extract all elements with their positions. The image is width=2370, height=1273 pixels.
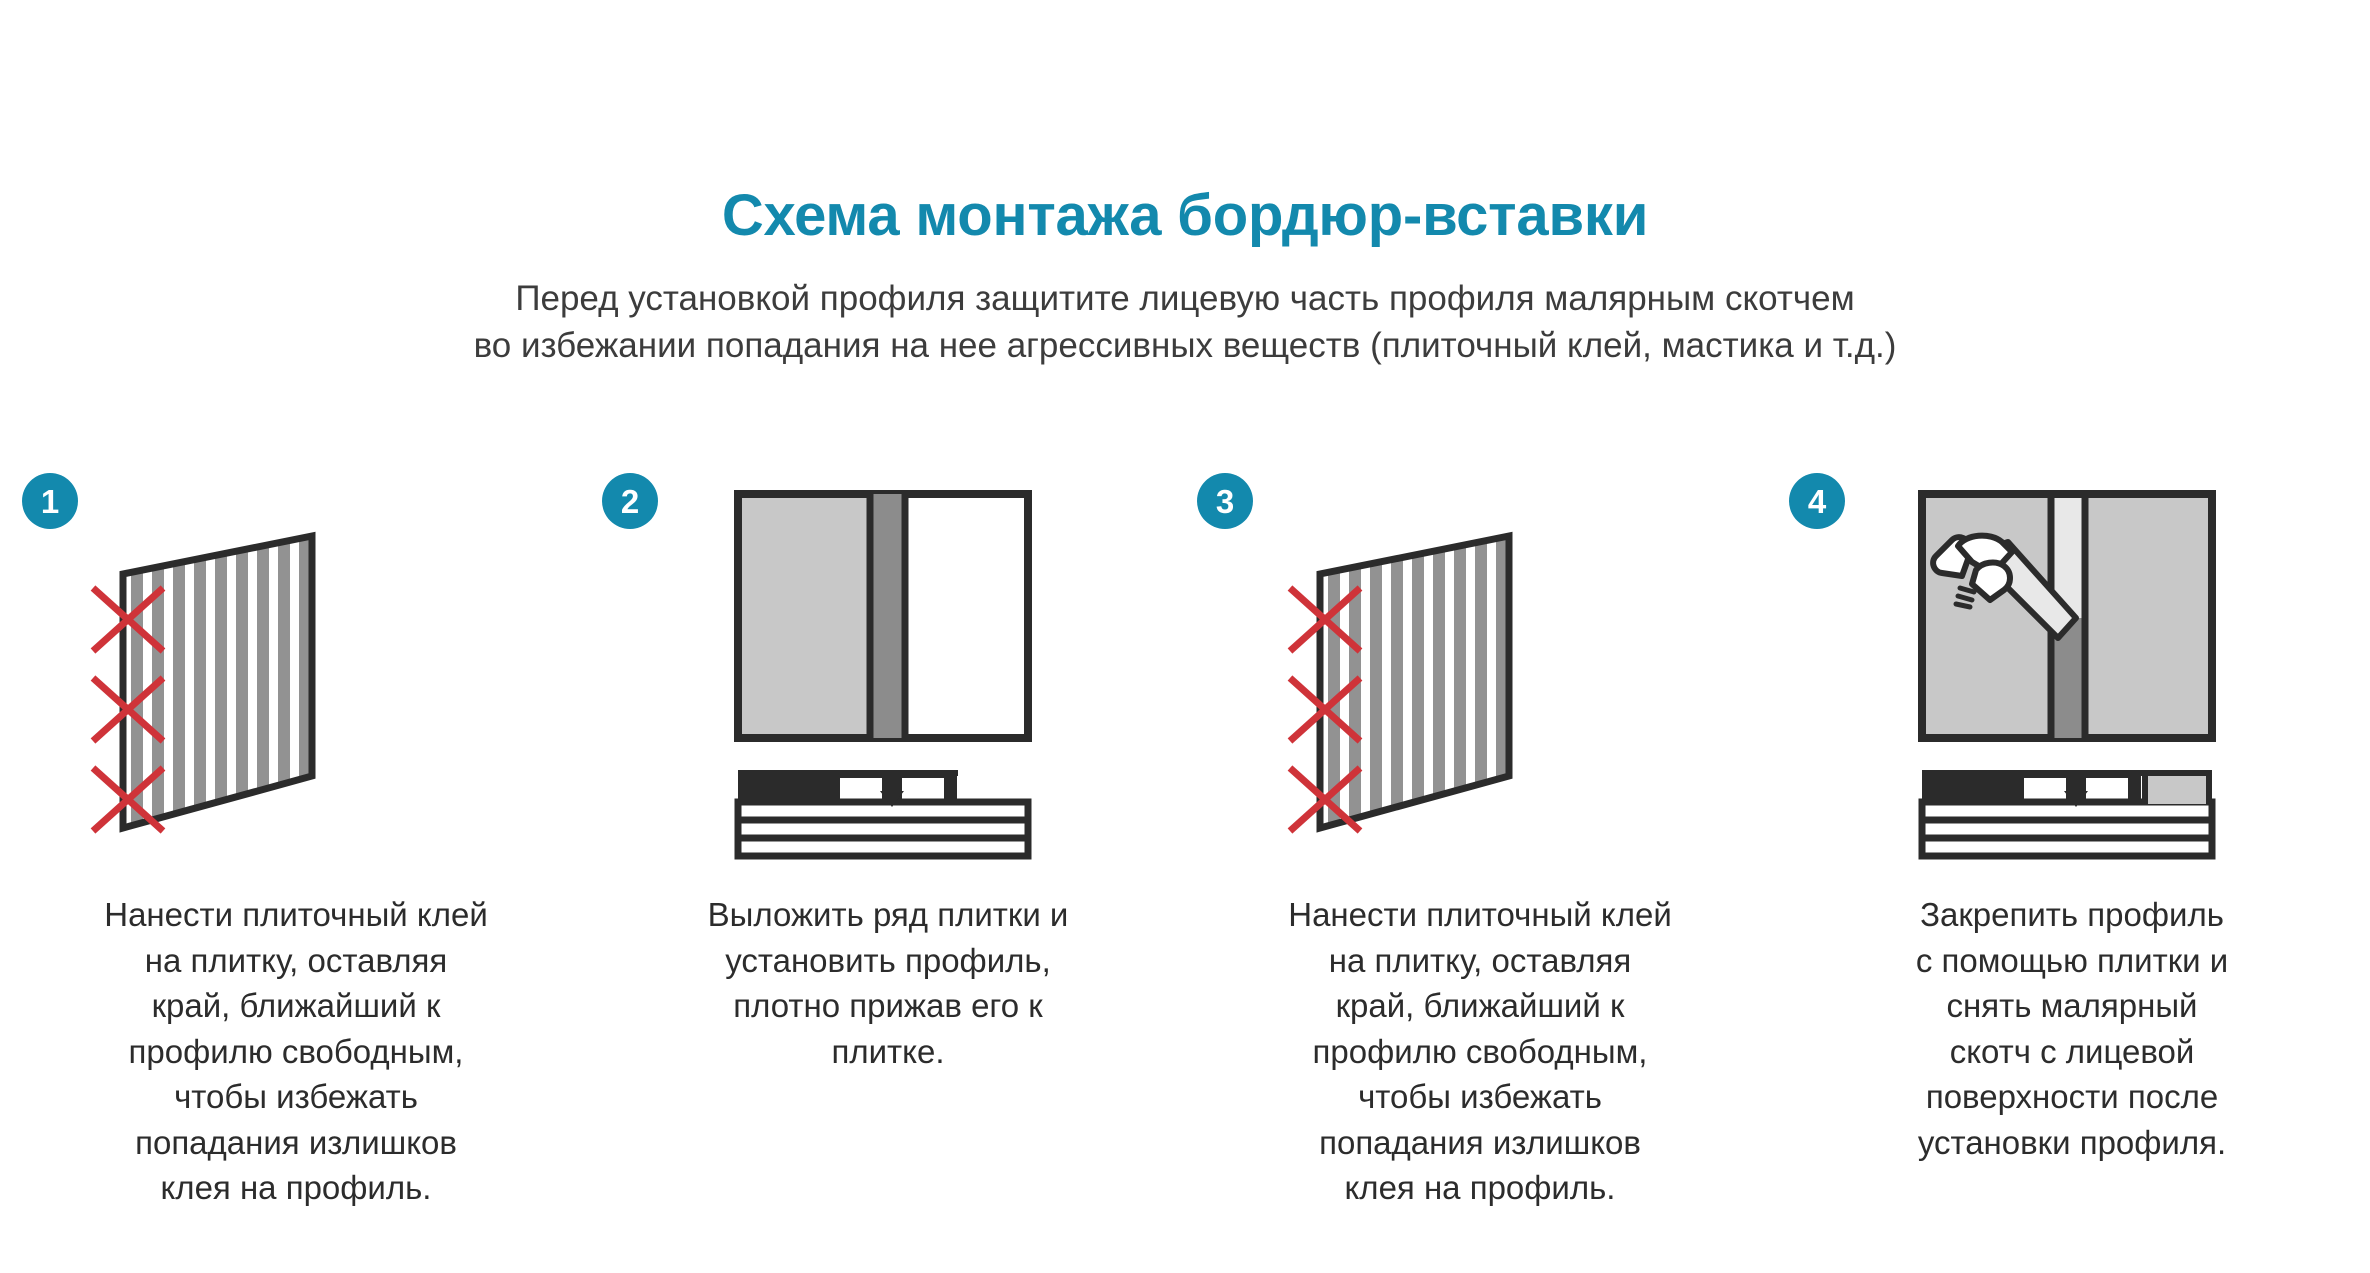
steps-row: 1 bbox=[0, 466, 2370, 1211]
perspective-tile-icon bbox=[1287, 531, 1513, 834]
caption-line: Выложить ряд плитки и bbox=[707, 896, 1069, 933]
red-x-marks bbox=[1287, 585, 1363, 834]
front-view-panel bbox=[1918, 490, 2216, 742]
step-3-illustration: 3 bbox=[1184, 466, 1776, 866]
step-4-illustration: 4 bbox=[1776, 466, 2368, 866]
press-arrow-icon bbox=[2064, 774, 2088, 807]
page-title: Схема монтажа бордюр-вставки bbox=[721, 183, 1649, 248]
front-view-and-section-icon bbox=[734, 490, 1032, 860]
caption-line: Нанести плиточный клей bbox=[1288, 896, 1672, 933]
caption-line: клея на профиль. bbox=[160, 1169, 432, 1207]
caption-line: поверхности после bbox=[1925, 1078, 2219, 1116]
step-1-badge: 1 bbox=[22, 473, 78, 529]
subtitle-line: во избежании попадания на нее агрессивны… bbox=[473, 326, 1897, 366]
step-4-badge: 4 bbox=[1789, 473, 1845, 529]
caption-line: с помощью плитки и bbox=[1915, 941, 2229, 979]
caption-line: Нанести плиточный клей bbox=[104, 896, 488, 933]
adhesive-ridges bbox=[1328, 536, 1506, 828]
masking-tape-strip bbox=[1930, 532, 2079, 641]
step-1-caption: Нанести плиточный клей на плитку, оставл… bbox=[0, 892, 592, 1211]
step-3-caption: Нанести плиточный клей на плитку, оставл… bbox=[1184, 892, 1776, 1211]
caption-line: плотно прижав его к bbox=[733, 987, 1043, 1025]
caption-line: попадания излишков bbox=[135, 1123, 457, 1161]
header: Схема монтажа бордюр-вставки Перед устан… bbox=[0, 183, 2370, 370]
front-view-panel bbox=[734, 490, 1032, 742]
caption-line: край, ближайший к bbox=[1335, 987, 1625, 1025]
step-4-caption: Закрепить профиль с помощью плитки и сня… bbox=[1776, 892, 2368, 1165]
subtitle-line: Перед установкой профиля защитите лицеву… bbox=[515, 278, 1855, 318]
red-x-marks bbox=[90, 585, 166, 834]
caption-line: чтобы избежать bbox=[1358, 1078, 1602, 1116]
caption-line: профилю свободным, bbox=[1312, 1032, 1648, 1070]
caption-line: установки профиля. bbox=[1917, 1123, 2227, 1161]
caption-line: плитке. bbox=[831, 1032, 945, 1070]
step-1-illustration: 1 bbox=[0, 466, 592, 866]
step-2-illustration: 2 bbox=[592, 466, 1184, 866]
caption-line: край, ближайший к bbox=[151, 987, 441, 1025]
step-2: 2 bbox=[592, 466, 1184, 1211]
caption-line: на плитку, оставляя bbox=[1328, 941, 1632, 979]
step-1: 1 bbox=[0, 466, 592, 1211]
perspective-tile-icon bbox=[90, 531, 316, 834]
caption-line: попадания излишков bbox=[1319, 1123, 1641, 1161]
page-subtitle: Перед установкой профиля защитите лицеву… bbox=[0, 247, 2370, 370]
hand-peeling-tape-icon bbox=[1918, 490, 2216, 860]
caption-line: снять малярный bbox=[1946, 987, 2198, 1025]
caption-line: установить профиль, bbox=[725, 941, 1051, 979]
step-4: 4 bbox=[1776, 466, 2368, 1211]
caption-line: чтобы избежать bbox=[174, 1078, 418, 1116]
caption-line: на плитку, оставляя bbox=[144, 941, 448, 979]
adhesive-ridges bbox=[131, 536, 309, 828]
caption-line: скотч с лицевой bbox=[1949, 1032, 2195, 1070]
press-arrow-icon bbox=[880, 774, 904, 807]
caption-line: клея на профиль. bbox=[1344, 1169, 1616, 1207]
motion-lines-icon bbox=[1953, 585, 1977, 610]
caption-line: Закрепить профиль bbox=[1920, 896, 2224, 933]
cross-section-view bbox=[1918, 770, 2216, 860]
step-3: 3 bbox=[1184, 466, 1776, 1211]
caption-line: профилю свободным, bbox=[128, 1032, 464, 1070]
step-3-badge: 3 bbox=[1197, 473, 1253, 529]
cross-section-view bbox=[734, 770, 1032, 860]
step-2-badge: 2 bbox=[602, 473, 658, 529]
step-2-caption: Выложить ряд плитки и установить профиль… bbox=[592, 892, 1184, 1074]
